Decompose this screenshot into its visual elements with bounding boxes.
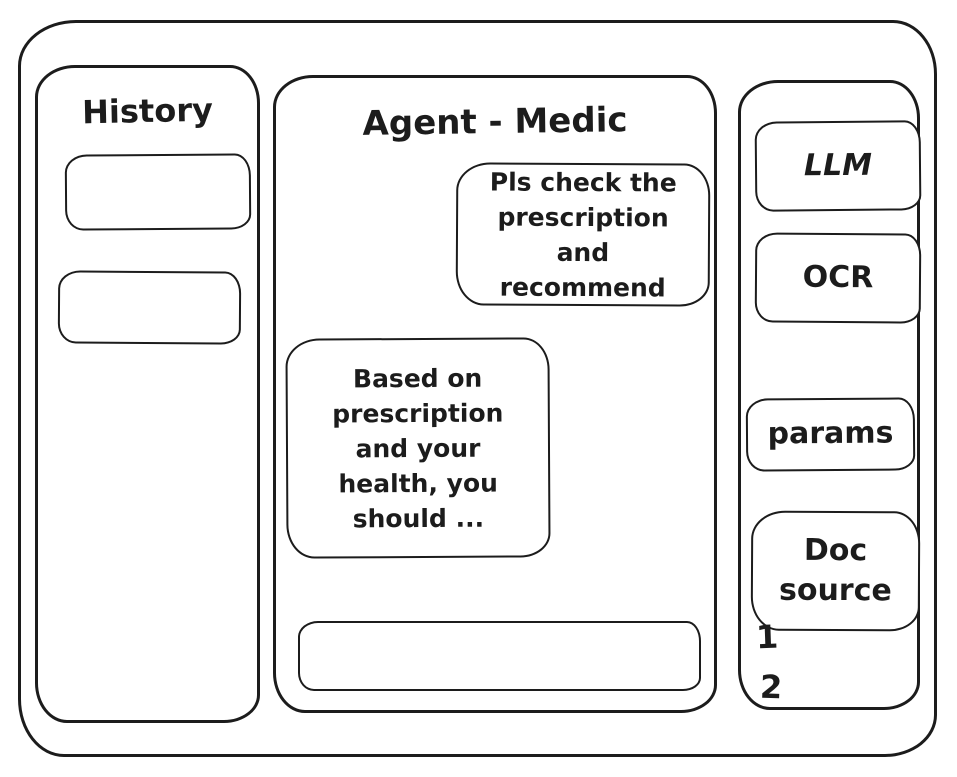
chat-message-input[interactable] (298, 621, 701, 691)
params-button[interactable]: params (745, 397, 916, 472)
history-item[interactable] (64, 153, 252, 231)
user-message-bubble: Pls check the prescription and recommend (455, 162, 711, 307)
doc-source-item-2[interactable]: 2 (759, 667, 783, 707)
chat-panel: Agent - Medic Pls check the prescription… (273, 75, 717, 713)
llm-button[interactable]: LLM (754, 120, 922, 212)
tools-panel: LLM OCR params Doc source 1 2 (738, 80, 922, 710)
ocr-button[interactable]: OCR (754, 232, 922, 324)
doc-source-button[interactable]: Doc source (750, 510, 921, 632)
history-panel: History (35, 65, 260, 723)
user-message-text: Pls check the prescription and recommend (489, 167, 677, 302)
assistant-message-bubble: Based on prescription and your health, y… (285, 337, 551, 559)
history-item[interactable] (57, 270, 242, 345)
doc-source-item-1[interactable]: 1 (755, 617, 779, 657)
assistant-message-text: Based on prescription and your health, y… (332, 363, 504, 533)
history-panel-title: History (81, 90, 214, 132)
chat-panel-title: Agent - Medic (362, 100, 628, 144)
